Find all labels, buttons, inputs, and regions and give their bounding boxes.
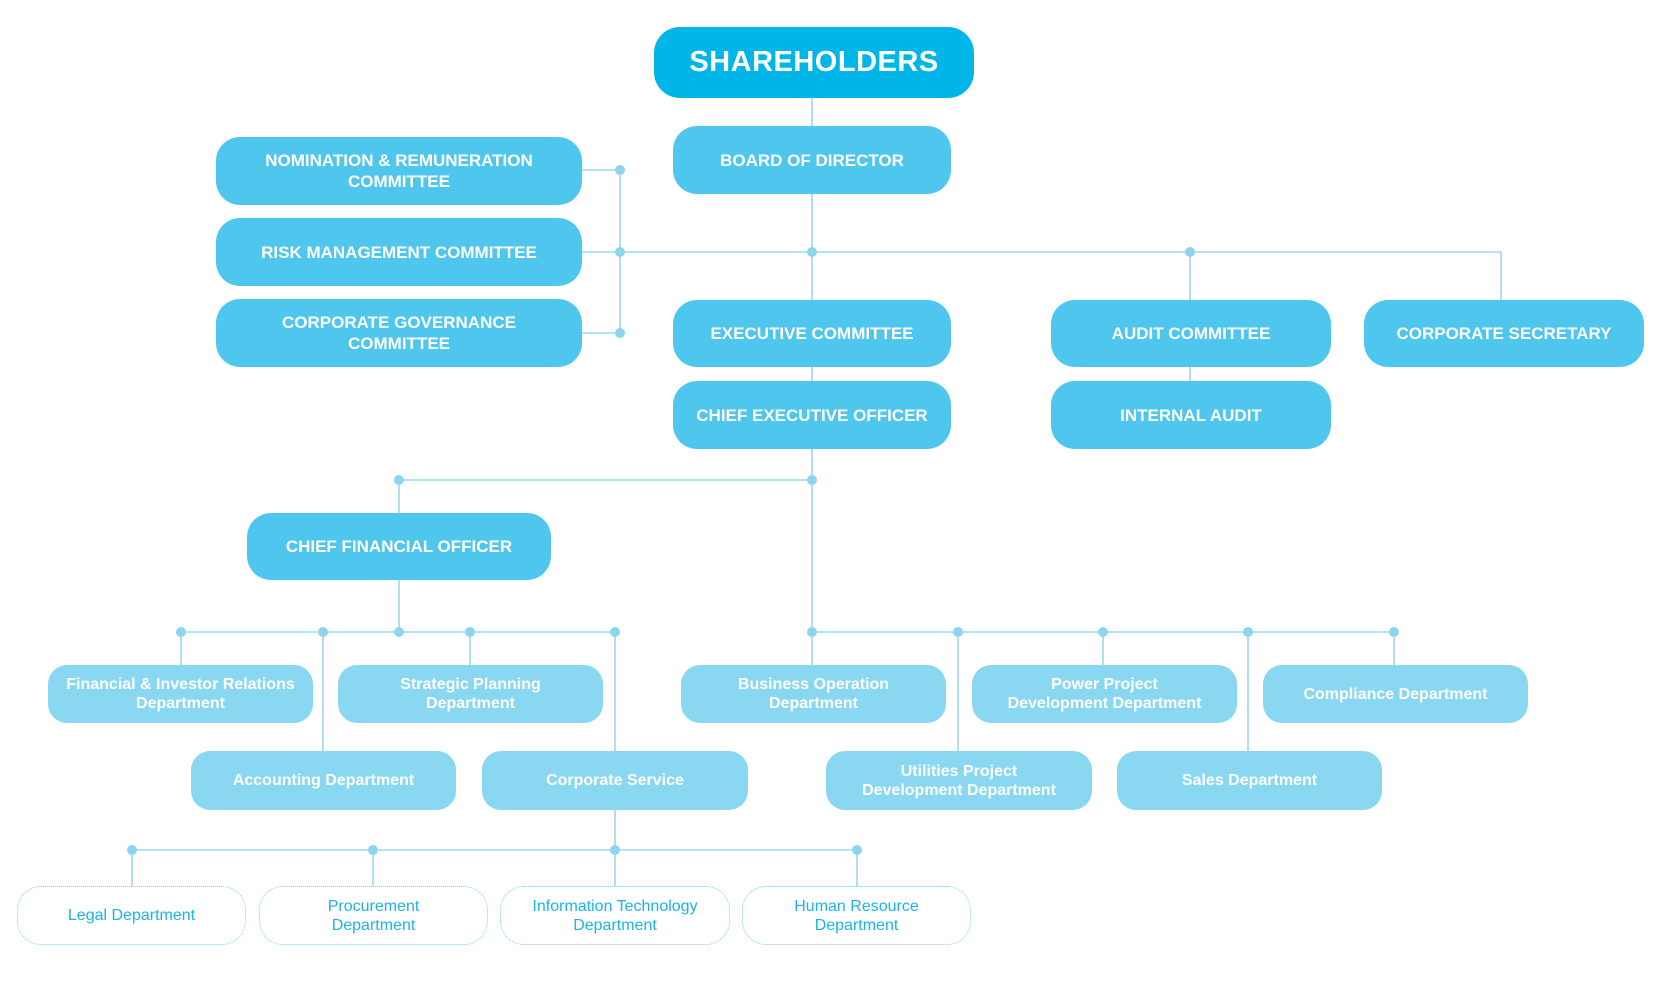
connector-dot [610,845,620,855]
internal-audit-box[interactable]: INTERNAL AUDIT [1051,381,1331,449]
business-operation-department-label: Business Operation Department [737,676,890,712]
executive-committee-label: EXECUTIVE COMMITTEE [710,324,914,343]
accounting-department-box[interactable]: Accounting Department [191,751,456,810]
connector-dot [394,475,404,485]
connector-dot [1098,627,1108,637]
power-project-department-box[interactable]: Power Project Development Department [972,665,1237,723]
procurement-department-box[interactable]: Procurement Department [259,886,488,945]
it-department-box[interactable]: Information Technology Department [500,886,730,945]
hr-department-box[interactable]: Human Resource Department [742,886,971,945]
financial-ir-department-label: Financial & Investor Relations Departmen… [66,676,295,712]
connector-dot [176,627,186,637]
internal-audit-label: INTERNAL AUDIT [1120,405,1262,425]
utilities-project-department-label: Utilities Project Development Department [862,762,1056,799]
nomination-committee-box[interactable]: NOMINATION & REMUNERATION COMMITTEE [216,137,582,205]
financial-ir-department-box[interactable]: Financial & Investor Relations Departmen… [48,665,313,723]
connector-dot [615,247,625,257]
connector-dot [1389,627,1399,637]
connector-dot [394,627,404,637]
shareholders-label: SHAREHOLDERS [689,46,939,78]
connector-dot [318,627,328,637]
governance-committee-label: CORPORATE GOVERNANCE COMMITTEE [282,313,516,353]
procurement-department-label: Procurement Department [327,897,420,934]
connector-dot [465,627,475,637]
board-of-director-label: BOARD OF DIRECTOR [720,150,904,170]
executive-committee-box[interactable]: EXECUTIVE COMMITTEE [673,300,951,367]
legal-department-box[interactable]: Legal Department [17,886,246,945]
connector-dot [615,328,625,338]
hr-department-label: Human Resource Department [794,897,919,934]
board-of-director-box[interactable]: BOARD OF DIRECTOR [673,126,951,194]
connector-dot [807,247,817,257]
risk-committee-label: RISK MANAGEMENT COMMITTEE [261,242,537,262]
shareholders-box[interactable]: SHAREHOLDERS [654,27,974,98]
sales-department-label: Sales Department [1181,772,1318,789]
cfo-label: CHIEF FINANCIAL OFFICER [285,537,513,556]
nomination-committee-label: NOMINATION & REMUNERATION COMMITTEE [265,151,533,191]
connector-dot [368,845,378,855]
connector-dot [615,165,625,175]
strategic-planning-department-label: Strategic Planning Department [400,676,541,712]
connector-dot [807,627,817,637]
risk-committee-box[interactable]: RISK MANAGEMENT COMMITTEE [216,218,582,286]
accounting-department-label: Accounting Department [232,772,415,789]
corporate-service-box[interactable]: Corporate Service [482,751,748,810]
utilities-project-department-box[interactable]: Utilities Project Development Department [826,751,1092,810]
connector-dot [1185,247,1195,257]
connector-dots [127,165,1399,855]
connector-dot [1243,627,1253,637]
audit-committee-box[interactable]: AUDIT COMMITTEE [1051,300,1331,367]
strategic-planning-department-box[interactable]: Strategic Planning Department [338,665,603,723]
legal-department-label: Legal Department [67,907,196,924]
connector-dot [127,845,137,855]
audit-committee-label: AUDIT COMMITTEE [1111,324,1271,343]
connector-dot [953,627,963,637]
power-project-department-label: Power Project Development Department [1007,676,1202,712]
connector-dot [852,845,862,855]
sales-department-box[interactable]: Sales Department [1117,751,1382,810]
ceo-label: CHIEF EXECUTIVE OFFICER [696,405,928,425]
connector-dot [807,475,817,485]
business-operation-department-box[interactable]: Business Operation Department [681,665,946,723]
ceo-box[interactable]: CHIEF EXECUTIVE OFFICER [673,381,951,449]
corporate-service-label: Corporate Service [546,772,684,789]
governance-committee-box[interactable]: CORPORATE GOVERNANCE COMMITTEE [216,299,582,367]
connector-dot [610,627,620,637]
corporate-secretary-label: CORPORATE SECRETARY [1396,324,1612,343]
compliance-department-label: Compliance Department [1303,685,1488,703]
compliance-department-box[interactable]: Compliance Department [1263,665,1528,723]
it-department-label: Information Technology Department [532,897,698,934]
cfo-box[interactable]: CHIEF FINANCIAL OFFICER [247,513,551,580]
corporate-secretary-box[interactable]: CORPORATE SECRETARY [1364,300,1644,367]
